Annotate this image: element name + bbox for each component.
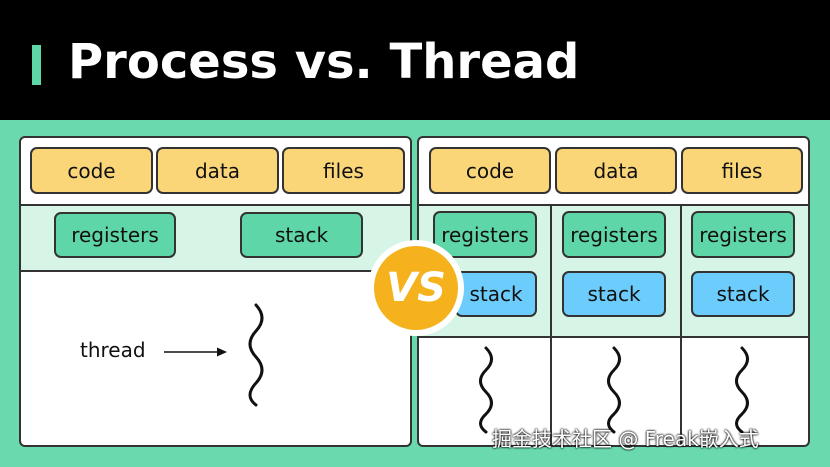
process-registers-box: registers xyxy=(54,212,176,258)
thread-2-stack-box: stack xyxy=(562,271,666,317)
watermark: 掘金技术社区 @ Freak嵌入式 xyxy=(492,427,759,451)
thread-3-stack-box: stack xyxy=(691,271,795,317)
thread-data-box: data xyxy=(555,147,677,194)
thread-1-stack-box: stack xyxy=(455,271,537,317)
thread-files-box: files xyxy=(681,147,803,194)
arrow-right-icon xyxy=(164,347,227,357)
process-stack-box: stack xyxy=(240,212,363,258)
thread-3-registers-box: registers xyxy=(691,211,795,258)
thread-divider-2 xyxy=(680,204,682,445)
process-data-box: data xyxy=(156,147,279,194)
thread-1-registers-box: registers xyxy=(433,211,537,258)
process-files-box: files xyxy=(282,147,405,194)
thread-2-squiggle-icon xyxy=(607,346,621,434)
thread-1-squiggle-icon xyxy=(479,346,493,434)
vs-badge-icon: VS xyxy=(368,240,464,336)
title-accent-bar xyxy=(32,45,41,85)
thread-label: thread xyxy=(80,338,146,362)
thread-divider-1 xyxy=(550,204,552,445)
thread-code-box: code xyxy=(429,147,551,194)
page-title: Process vs. Thread xyxy=(68,34,580,90)
vs-badge-text: VS xyxy=(386,265,446,311)
thread-3-squiggle-icon xyxy=(735,346,749,434)
header-bar: Process vs. Thread xyxy=(0,0,830,120)
thread-squiggle-icon xyxy=(248,303,264,407)
process-code-box: code xyxy=(30,147,153,194)
thread-2-registers-box: registers xyxy=(562,211,666,258)
